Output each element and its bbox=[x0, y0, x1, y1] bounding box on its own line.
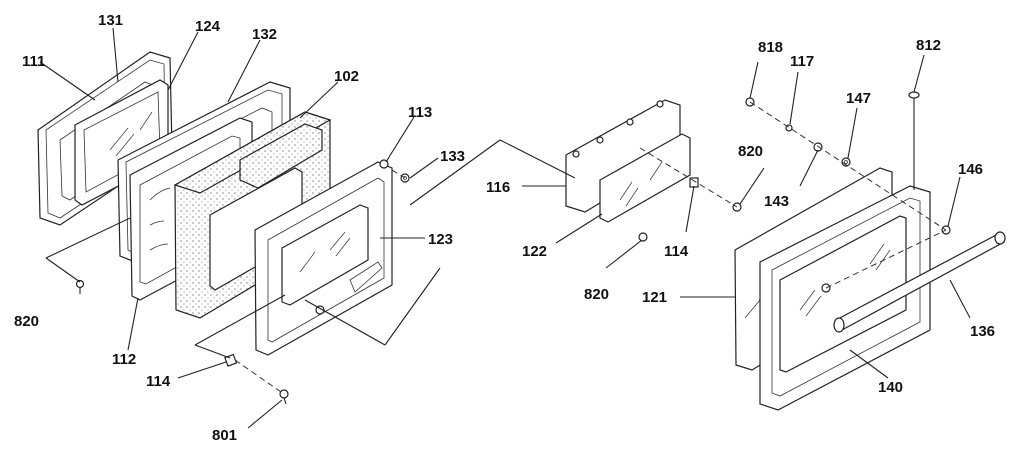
label-818: 818 bbox=[758, 39, 783, 56]
label-123: 123 bbox=[428, 231, 453, 248]
fastener-147 bbox=[841, 157, 851, 167]
label-820-mid-upper: 820 bbox=[738, 143, 763, 160]
label-147: 147 bbox=[846, 90, 871, 107]
label-820-left: 820 bbox=[14, 313, 39, 330]
label-114-middle: 114 bbox=[664, 243, 689, 260]
label-132: 132 bbox=[252, 26, 277, 43]
part-123-inner-panel bbox=[254, 159, 393, 356]
middle-glass-assembly bbox=[409, 99, 742, 242]
leader-lines bbox=[39, 27, 971, 429]
left-door-assembly bbox=[37, 51, 441, 405]
label-121: 121 bbox=[642, 289, 667, 306]
part-122-glass bbox=[599, 133, 691, 223]
fastener-812 bbox=[908, 91, 920, 190]
label-117: 117 bbox=[790, 53, 814, 70]
right-door-assembly bbox=[734, 91, 1006, 411]
label-133: 133 bbox=[440, 148, 465, 165]
label-122: 122 bbox=[522, 243, 547, 260]
part-136-door-handle bbox=[833, 231, 1006, 333]
label-140: 140 bbox=[878, 379, 903, 396]
fastener-801 bbox=[279, 389, 289, 405]
label-124: 124 bbox=[195, 18, 221, 35]
callout-labels: 111 131 124 132 102 113 133 123 820 112 … bbox=[14, 12, 995, 444]
label-143: 143 bbox=[764, 193, 789, 210]
part-116-back-plate bbox=[565, 99, 681, 213]
fastener-820-mid-lower bbox=[638, 232, 648, 242]
label-116: 116 bbox=[486, 179, 510, 196]
fastener-820-left bbox=[75, 279, 85, 294]
label-136: 136 bbox=[970, 323, 995, 340]
label-102: 102 bbox=[334, 68, 359, 85]
label-114-left: 114 bbox=[146, 373, 171, 390]
label-820-mid-lower: 820 bbox=[584, 286, 609, 303]
label-112: 112 bbox=[112, 351, 136, 368]
label-111: 111 bbox=[22, 53, 45, 70]
label-131: 131 bbox=[98, 12, 123, 29]
label-113: 113 bbox=[408, 104, 432, 121]
label-801: 801 bbox=[212, 427, 237, 444]
part-140-door-frame bbox=[759, 185, 931, 411]
label-812: 812 bbox=[916, 37, 941, 54]
label-146: 146 bbox=[958, 161, 983, 178]
